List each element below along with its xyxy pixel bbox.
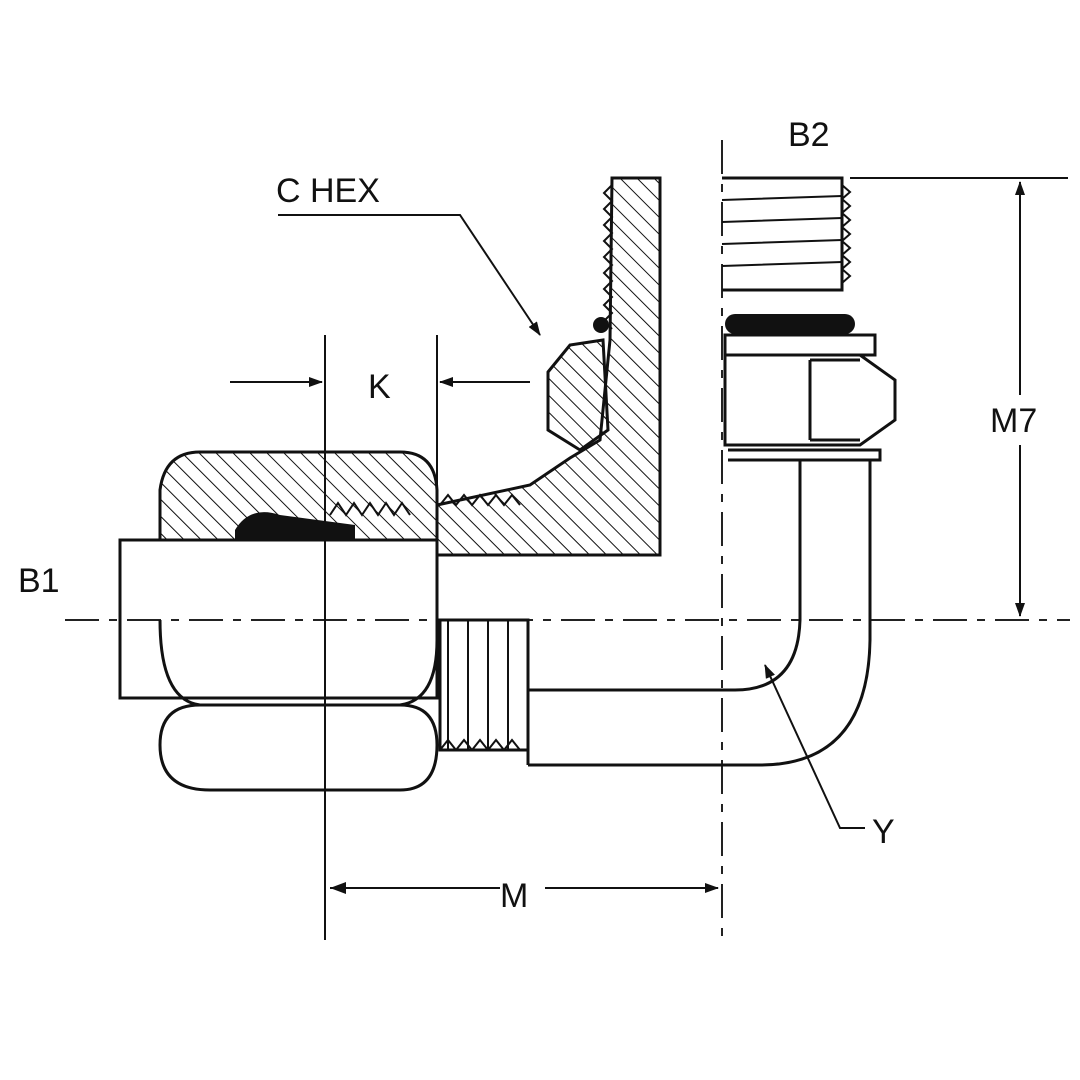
label-m7: M7: [990, 402, 1037, 440]
label-m: M: [500, 877, 528, 915]
nut-thread: [329, 501, 411, 517]
body-section: [435, 176, 662, 557]
nut-hex-upper: [158, 619, 439, 707]
thread-lines: [447, 620, 509, 750]
body-thread: [439, 493, 521, 507]
label-k: K: [368, 368, 391, 406]
m-arrow-left: [330, 882, 346, 894]
tube: [118, 538, 439, 700]
stud-thread-teeth: [840, 184, 852, 284]
stud-thread-lines: [721, 195, 843, 267]
label-b1: B1: [18, 562, 60, 600]
seal-ring: [235, 512, 355, 540]
thread-section: [438, 618, 530, 752]
label-c-hex: C HEX: [276, 172, 380, 210]
stud-thread: [722, 176, 844, 292]
thread-teeth: [439, 738, 521, 752]
c-hex-leader: [278, 214, 541, 336]
nut-section: [158, 450, 439, 542]
hex-nut: [723, 353, 897, 447]
label-y: Y: [872, 813, 895, 851]
locknut-section: [546, 338, 610, 452]
elbow-collar: [728, 448, 882, 462]
nut-hex-lower: [158, 703, 439, 792]
y-leader: [764, 664, 865, 829]
o-ring-section: [593, 317, 609, 333]
elbow-outer: [528, 460, 872, 767]
elbow-inner: [528, 460, 802, 692]
o-ring: [725, 314, 855, 334]
washer: [723, 333, 877, 357]
port-thread: [602, 184, 614, 330]
label-b2: B2: [788, 116, 830, 154]
